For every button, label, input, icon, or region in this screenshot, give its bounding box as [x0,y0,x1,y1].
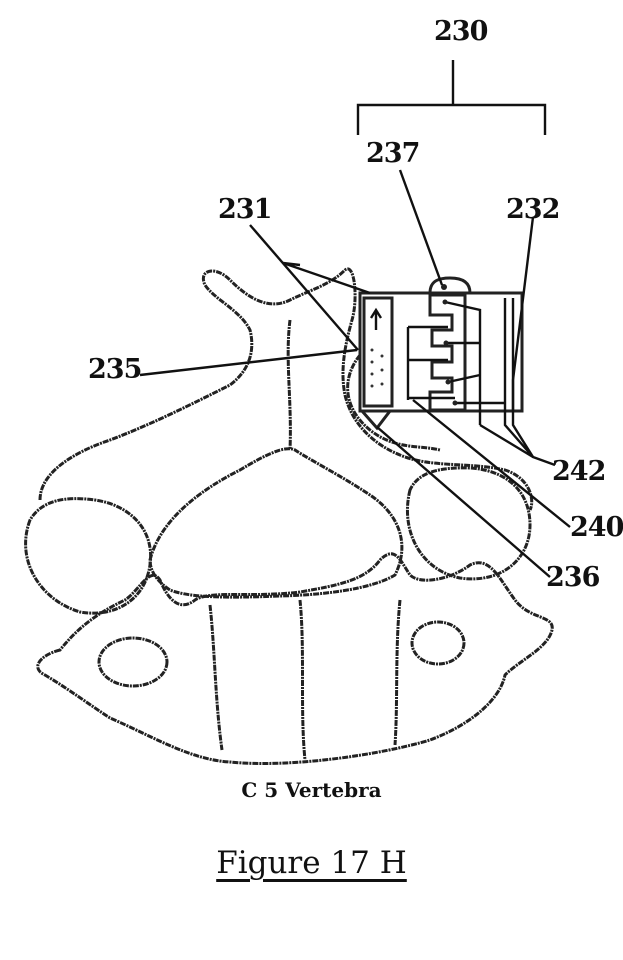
label-240: 240 [570,512,623,543]
figure-title: Figure 17 H [216,845,407,881]
label-230: 230 [434,16,488,47]
leader-lines [139,60,571,578]
label-242: 242 [552,456,606,487]
implant-device [358,276,524,431]
label-236: 236 [546,562,600,593]
label-235: 235 [88,354,142,385]
label-237: 237 [366,138,420,169]
label-231: 231 [218,194,272,225]
figure-caption: C 5 Vertebra [241,778,382,802]
vertebra-outline [24,267,554,765]
label-232: 232 [506,194,560,225]
